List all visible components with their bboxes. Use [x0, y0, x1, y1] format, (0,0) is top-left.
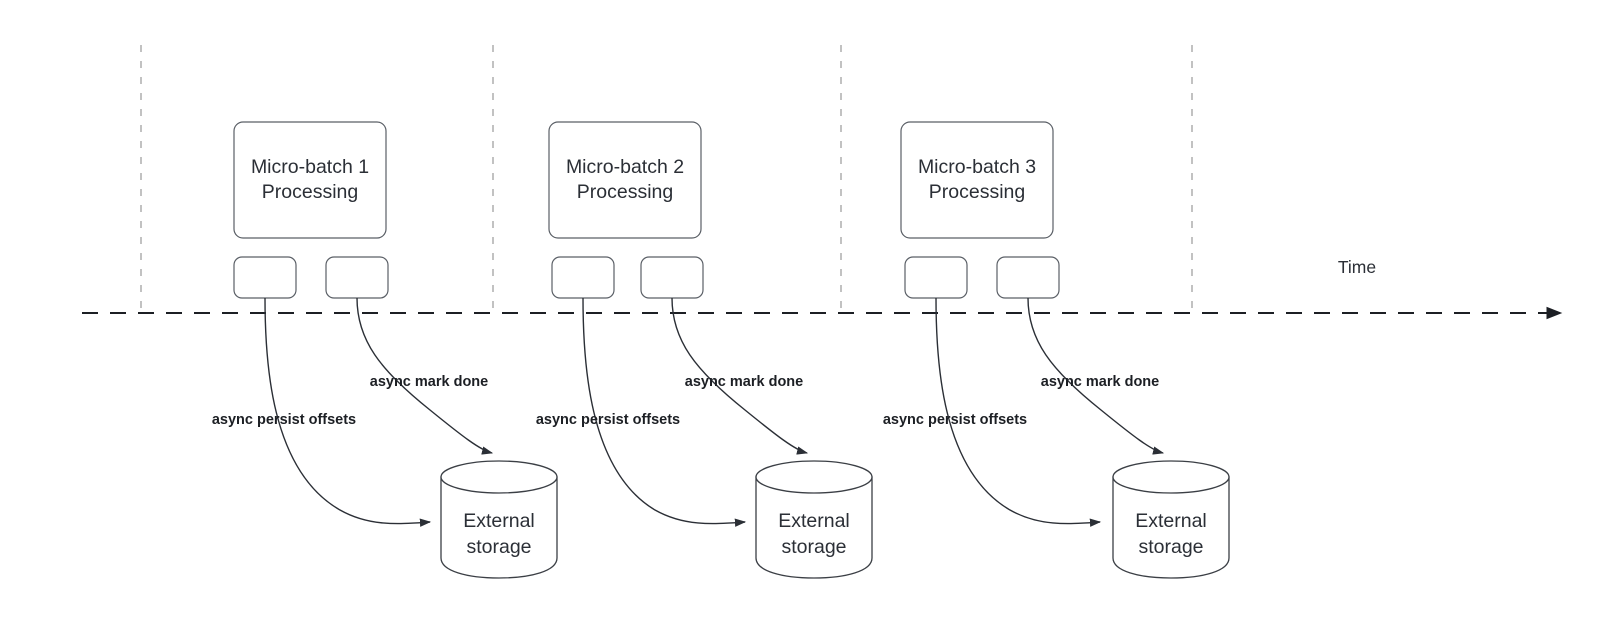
group-2-mark-done-edge	[671, 297, 809, 455]
micro-batch-3-box[interactable]	[900, 121, 1054, 239]
group-2-mark-done-label: async mark done	[685, 374, 803, 390]
group-3-storage-label-line2: storage	[1138, 536, 1203, 558]
micro-batch-2-box[interactable]	[548, 121, 702, 239]
group-1-cylinder-body	[440, 476, 558, 579]
group-1-cylinder-top	[440, 460, 558, 494]
group-3-persist-offsets-edge	[935, 297, 1102, 527]
group-2-storage-label-line1: External	[778, 510, 850, 532]
group-1-persist-offsets-edge	[264, 297, 432, 527]
group-1-mark-done-label: async mark done	[370, 374, 488, 390]
micro-batch-2-label-line1: Micro-batch 2	[566, 156, 684, 178]
micro-batch-3-label-line2: Processing	[929, 181, 1025, 203]
group-2-cylinder-top	[755, 460, 873, 494]
time-axis-label: Time	[1338, 257, 1376, 277]
group-2-task-box-a[interactable]	[551, 256, 615, 299]
micro-batch-1-label-line1: Micro-batch 1	[251, 156, 369, 178]
group-2-external-storage[interactable]: External storage	[755, 460, 873, 579]
group-3: Micro-batch 3 Processing async persist o…	[883, 121, 1230, 579]
group-2-persist-offsets-label: async persist offsets	[536, 412, 680, 428]
group-3-task-box-a[interactable]	[904, 256, 968, 299]
time-axis: Time	[82, 257, 1563, 320]
group-2-persist-offsets-edge	[582, 297, 747, 527]
group-1-persist-offsets-label: async persist offsets	[212, 412, 356, 428]
micro-batch-2-label-line2: Processing	[577, 181, 673, 203]
group-3-cylinder-body	[1112, 476, 1230, 579]
group-3-external-storage[interactable]: External storage	[1112, 460, 1230, 579]
group-1-storage-label-line2: storage	[466, 536, 531, 558]
group-1-task-box-b[interactable]	[325, 256, 389, 299]
group-3-mark-done-label: async mark done	[1041, 374, 1159, 390]
group-2: Micro-batch 2 Processing async persist o…	[536, 121, 873, 579]
group-1-external-storage[interactable]: External storage	[440, 460, 558, 579]
group-1-mark-done-edge	[356, 297, 494, 455]
group-2-cylinder-body	[755, 476, 873, 579]
group-3-persist-offsets-label: async persist offsets	[883, 412, 1027, 428]
group-3-storage-label-line1: External	[1135, 510, 1207, 532]
group-2-task-box-b[interactable]	[640, 256, 704, 299]
group-1-storage-label-line1: External	[463, 510, 535, 532]
micro-batch-1-label-line2: Processing	[262, 181, 358, 203]
group-3-cylinder-top	[1112, 460, 1230, 494]
batch-boundary-ticks	[140, 45, 1193, 313]
micro-batch-3-label-line1: Micro-batch 3	[918, 156, 1036, 178]
group-1: Micro-batch 1 Processing async persist o…	[212, 121, 558, 579]
group-3-mark-done-edge	[1027, 297, 1165, 455]
group-1-task-box-a[interactable]	[233, 256, 297, 299]
micro-batch-1-box[interactable]	[233, 121, 387, 239]
group-2-storage-label-line2: storage	[781, 536, 846, 558]
group-3-task-box-b[interactable]	[996, 256, 1060, 299]
